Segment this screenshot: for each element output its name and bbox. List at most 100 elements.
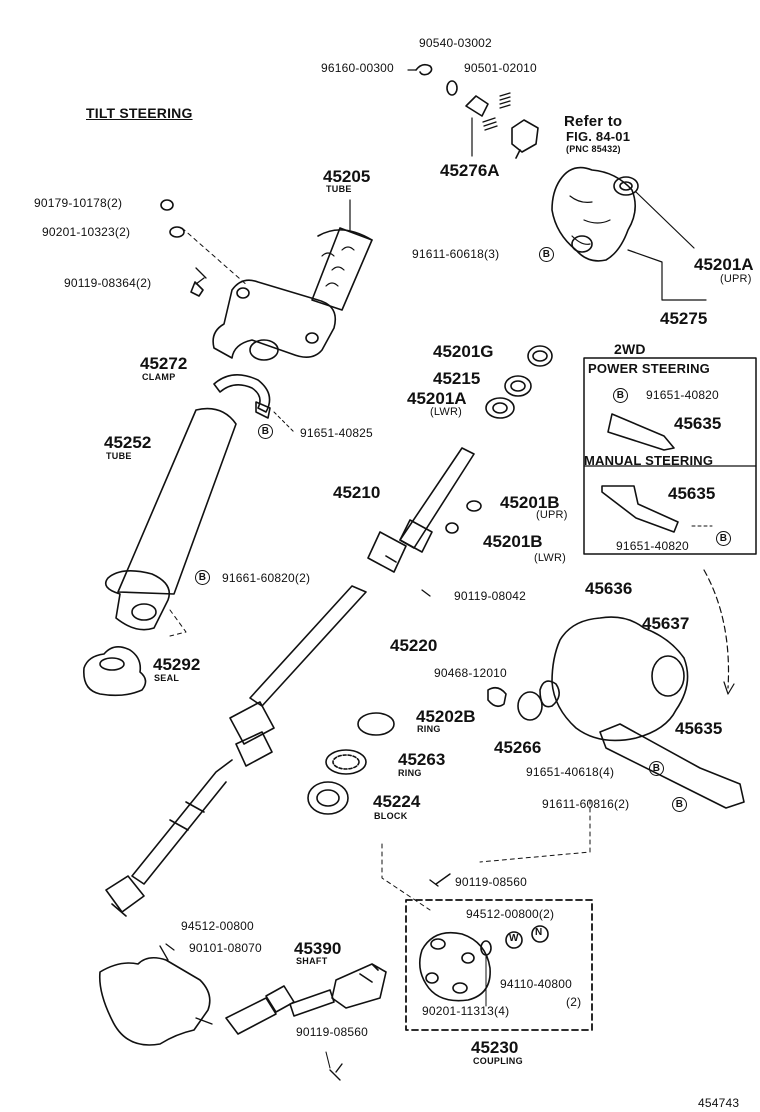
part-label-91611-60816: 91611-60816(2) xyxy=(542,797,630,811)
bearing-45215 xyxy=(504,375,532,397)
part-label-45230: 45230 xyxy=(471,1038,519,1057)
part-label-45215: 45215 xyxy=(433,369,481,388)
part-label-45224: 45224 xyxy=(373,792,421,811)
grommet-45266 xyxy=(517,691,543,721)
bolt-b-mark-icon: B xyxy=(258,424,273,439)
refer-line3: (PNC 85432) xyxy=(566,144,621,154)
part-label-45201a-lwr: 45201A xyxy=(407,389,467,408)
part-sub-45272: CLAMP xyxy=(142,372,176,382)
part-label-45220: 45220 xyxy=(390,636,438,655)
bearing-45201A-lwr xyxy=(485,397,515,419)
part-sub-45201a-upr: (UPR) xyxy=(720,273,752,285)
part-label-45202b: 45202B xyxy=(416,707,476,726)
part-label-45292: 45292 xyxy=(153,655,201,674)
bolt-b-mark-icon: B xyxy=(195,570,210,585)
n-mark-icon: N xyxy=(535,927,543,938)
intermediate-shaft xyxy=(249,585,367,707)
part-label-45201g: 45201G xyxy=(433,342,494,361)
main-shaft xyxy=(399,447,475,549)
figure-number: 454743 xyxy=(698,1096,740,1110)
universal-joint-upper xyxy=(367,531,407,573)
spring-lower xyxy=(482,117,498,131)
dust-seal xyxy=(83,646,147,697)
part-label-45272: 45272 xyxy=(140,354,188,373)
part-label-45252: 45252 xyxy=(104,433,152,452)
page-title: TILT STEERING xyxy=(86,105,193,121)
bolt-b-mark-icon: B xyxy=(649,761,664,776)
upper-tube xyxy=(311,227,373,311)
nut-n-icon xyxy=(531,925,549,943)
universal-joint-lower xyxy=(105,875,145,917)
part-label-45263: 45263 xyxy=(398,750,446,769)
bolt-b-mark-icon: B xyxy=(613,388,628,403)
clip-part xyxy=(415,63,433,76)
part-label-94512-00800-2: 94512-00800(2) xyxy=(466,907,555,921)
part-label-45637: 45637 xyxy=(642,614,690,633)
bearing-45201G xyxy=(527,345,553,367)
part-label-90540-03002: 90540-03002 xyxy=(419,36,492,50)
part-label-45201b-lwr: 45201B xyxy=(483,532,543,551)
ring-45202B xyxy=(357,712,395,736)
part-sub-45202b: RING xyxy=(417,724,441,734)
lock-bolt xyxy=(511,119,539,159)
part-label-90119-08042: 90119-08042 xyxy=(454,589,527,603)
part-sub-45252: TUBE xyxy=(106,451,132,461)
part-label-96160-00300: 96160-00300 xyxy=(321,61,394,75)
part-label-94110-40800: 94110-40800 xyxy=(500,977,573,991)
tube-clamp xyxy=(213,374,271,413)
refer-line2: FIG. 84-01 xyxy=(566,129,631,144)
part-label-91661-60820: 91661-60820(2) xyxy=(222,571,311,585)
coupling-box xyxy=(405,899,593,1031)
part-sub-45201b-lwr: (LWR) xyxy=(534,552,566,564)
part-label-90201-10323: 90201-10323(2) xyxy=(42,225,131,239)
steering-gear-box xyxy=(98,956,211,1046)
column-bracket xyxy=(551,166,636,262)
part-label-90501-02010: 90501-02010 xyxy=(464,61,537,75)
part-label-45276a: 45276A xyxy=(440,161,500,180)
box-manual-steering-header: MANUAL STEERING xyxy=(584,453,714,468)
universal-joint-mid xyxy=(229,701,275,767)
part-label-90468-12010: 90468-12010 xyxy=(434,666,507,680)
part-label-45390: 45390 xyxy=(294,939,342,958)
box-2wd-label: 2WD xyxy=(614,341,646,357)
box-manual-bolt-label: 91651-40820 xyxy=(616,539,689,553)
part-sub-45224: BLOCK xyxy=(374,811,408,821)
part-label-45205: 45205 xyxy=(323,167,371,186)
part-label-45201a-upr: 45201A xyxy=(694,255,754,274)
part-label-90101-08070: 90101-08070 xyxy=(189,941,262,955)
w-mark-icon: W xyxy=(509,933,519,944)
bracket-45635 xyxy=(599,723,745,809)
part-label-90119-08364: 90119-08364(2) xyxy=(64,276,152,290)
box-power-part-label: 45635 xyxy=(674,414,722,433)
part-sub-45230: COUPLING xyxy=(473,1056,523,1066)
bolt-b-mark-icon: B xyxy=(672,797,687,812)
tube-bracket xyxy=(212,279,337,359)
part-label-90201-11313: 90201-11313(4) xyxy=(422,1004,510,1018)
2wd-option-box xyxy=(583,357,757,555)
part-label-91611-60618: 91611-60618(3) xyxy=(412,247,500,261)
ring-45263 xyxy=(325,749,367,775)
box-power-steering-header: POWER STEERING xyxy=(588,361,710,376)
block-45224 xyxy=(307,781,349,815)
part-label-45201b-upr: 45201B xyxy=(500,493,560,512)
part-sub-45201a-lwr: (LWR) xyxy=(430,406,462,418)
part-label-94512-00800: 94512-00800 xyxy=(181,919,254,933)
lower-tube xyxy=(117,407,237,595)
box-manual-part-label: 45635 xyxy=(668,484,716,503)
part-label-45635-main: 45635 xyxy=(675,719,723,738)
part-sub-45201b-upr: (UPR) xyxy=(536,509,568,521)
small-washer xyxy=(446,80,458,96)
part-sub-45292: SEAL xyxy=(154,673,180,683)
part-label-91651-40825: 91651-40825 xyxy=(300,426,373,440)
refer-line1: Refer to xyxy=(564,113,623,130)
part-sub-45205: TUBE xyxy=(326,184,352,194)
bolt-b-mark-icon: B xyxy=(539,247,554,262)
washer-w-icon xyxy=(505,931,523,949)
part-sub-45390: SHAFT xyxy=(296,956,328,966)
sector-shaft xyxy=(225,985,335,1035)
part-label-91651-40618: 91651-40618(4) xyxy=(526,765,615,779)
part-label-45210: 45210 xyxy=(333,483,381,502)
bolt-b-mark-icon: B xyxy=(716,531,731,546)
